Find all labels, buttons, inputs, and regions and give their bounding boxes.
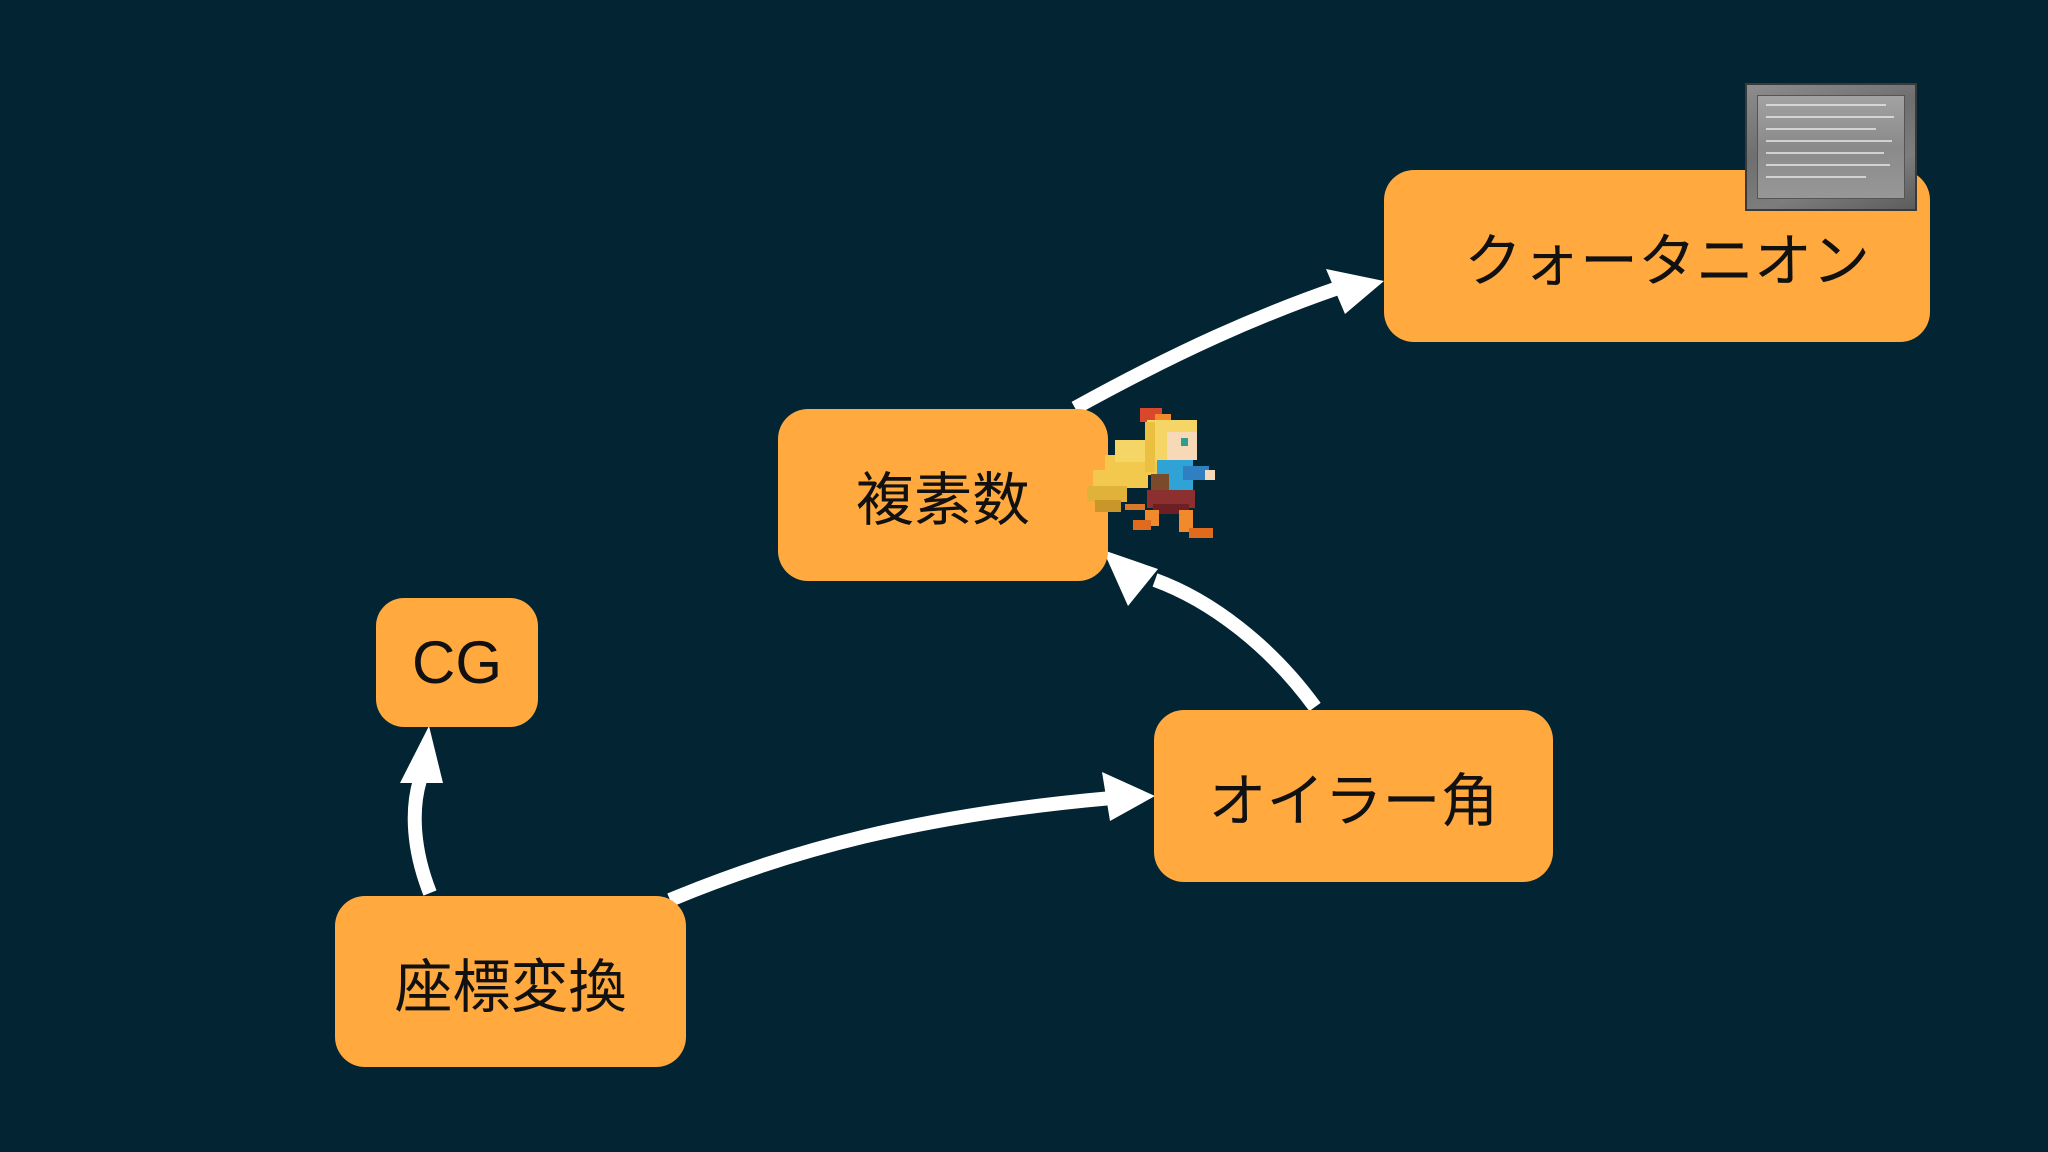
node-coordinate-transform: 座標変換 xyxy=(335,896,686,1067)
arrowhead-euler xyxy=(1102,772,1155,821)
arrowhead-cg xyxy=(400,726,443,783)
node-quaternion-label: クォータニオン xyxy=(1463,227,1870,295)
stone-plaque-icon xyxy=(1745,83,1917,211)
edge-coord-to-cg xyxy=(407,777,437,896)
node-euler-angles-label: オイラー角 xyxy=(1208,767,1499,835)
arrowhead-complex xyxy=(1103,550,1158,606)
node-complex-numbers: 複素数 xyxy=(778,409,1108,581)
node-cg: CG xyxy=(376,598,538,727)
running-girl-sprite-icon xyxy=(1087,408,1215,538)
edge-coord-to-euler xyxy=(667,791,1113,907)
node-coordinate-transform-label: 座標変換 xyxy=(394,952,627,1021)
edge-complex-to-quat xyxy=(1071,281,1341,415)
edge-euler-to-complex xyxy=(1152,573,1321,712)
node-complex-numbers-label: 複素数 xyxy=(855,466,1030,534)
node-quaternion: クォータニオン xyxy=(1384,170,1930,342)
node-cg-label: CG xyxy=(412,629,502,696)
arrowhead-quat xyxy=(1326,269,1384,314)
node-euler-angles: オイラー角 xyxy=(1154,710,1553,882)
